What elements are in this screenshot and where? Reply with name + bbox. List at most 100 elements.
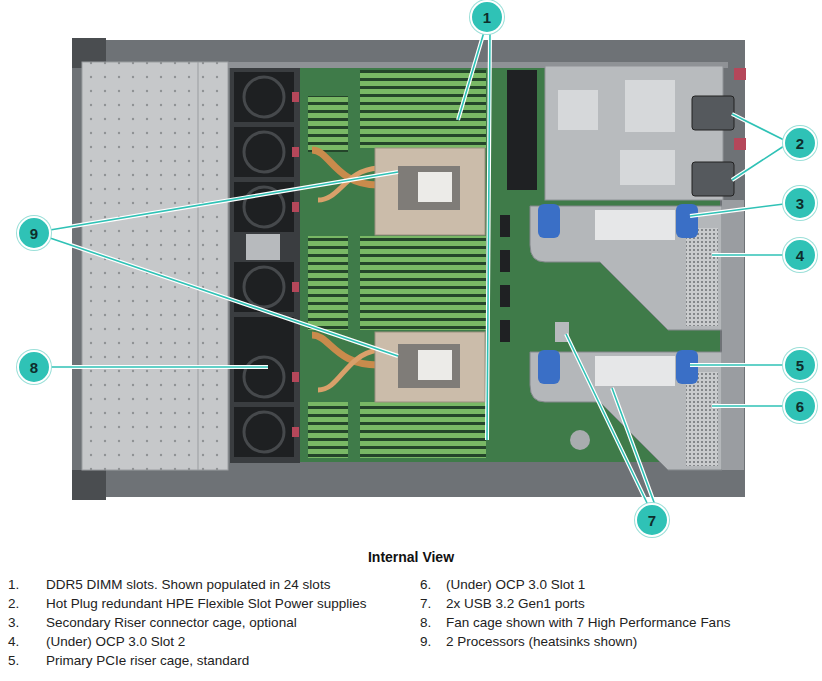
connector: [500, 250, 510, 272]
fan-tab: [292, 147, 299, 157]
heat-pipe: [318, 350, 378, 390]
part-description: DDR5 DIMM slots. Shown populated in 24 s…: [46, 577, 330, 593]
callout-number: 2: [796, 136, 804, 151]
fan-tab: [292, 372, 299, 382]
heatsink-plate: [398, 344, 460, 388]
callout-circle: 1: [470, 0, 504, 34]
part-description: Hot Plug redundant HPE Flexible Slot Pow…: [46, 596, 366, 612]
fan-grille: [244, 132, 284, 172]
psu-opening: [558, 90, 598, 130]
heatsink-plate: [398, 166, 460, 210]
front-bay-panel: [82, 62, 228, 470]
heatsink-label: [418, 350, 452, 380]
callout-circle: 4: [783, 238, 817, 272]
psu-latch: [734, 68, 746, 80]
leader-line: [690, 363, 784, 367]
leader-line: [712, 253, 784, 257]
list-number: 8.: [420, 615, 431, 631]
heading: Internal View: [0, 549, 822, 565]
list-number: 1.: [8, 577, 19, 593]
list-number: 6.: [420, 577, 431, 593]
dimm-bank: [360, 236, 486, 330]
dimm-bank: [308, 96, 348, 152]
leader-line: [458, 32, 490, 440]
fan-tab: [292, 427, 299, 437]
riser-vent: [686, 228, 718, 326]
leader-line: [566, 334, 655, 505]
front-bay-vents: [82, 62, 228, 470]
leader-lines: [50, 32, 784, 505]
callout-number: 8: [30, 360, 38, 375]
dimm-bank: [308, 236, 348, 330]
leader-line: [50, 365, 268, 369]
part-description: 2 Processors (heatsinks shown): [446, 634, 637, 650]
riser-label: [595, 210, 675, 240]
fan-cage: [230, 68, 300, 463]
fan: [234, 127, 294, 177]
leader-line: [732, 114, 784, 180]
list-number: 4.: [8, 634, 19, 650]
heatsink-label: [418, 172, 452, 202]
psu-handle: [692, 96, 734, 130]
processor-heatsink: [375, 148, 485, 235]
part-description: (Under) OCP 3.0 Slot 2: [46, 634, 185, 650]
list-number: 2.: [8, 596, 19, 612]
dimm-bank: [360, 70, 486, 148]
riser-latch: [538, 204, 560, 238]
leader-line: [690, 204, 784, 216]
fans: [234, 72, 299, 457]
leader-line: [712, 254, 784, 256]
connector: [500, 320, 510, 342]
callout-number: 9: [30, 226, 38, 241]
leader-line: [50, 172, 398, 356]
fan-cage-latch: [246, 234, 280, 260]
callout-circle: 3: [783, 186, 817, 220]
fan-grille: [244, 77, 284, 117]
psu-latch: [734, 138, 746, 150]
battery: [570, 430, 590, 450]
fan-grille: [244, 412, 284, 452]
riser-label: [595, 356, 675, 386]
riser-latch: [676, 204, 698, 238]
psu-opening: [620, 150, 675, 185]
part-description: Fan cage shown with 7 High Performance F…: [446, 615, 730, 631]
part-description: 2x USB 3.2 Gen1 ports: [446, 596, 585, 612]
callout-number: 7: [648, 513, 656, 528]
callout-circle: 5: [783, 348, 817, 382]
connector: [500, 285, 510, 307]
callout-number: 5: [796, 358, 804, 373]
leader-line-halo: [50, 32, 784, 505]
riser-latch: [538, 350, 560, 384]
riser-vent: [686, 372, 718, 466]
leader-line: [458, 32, 490, 440]
list-number: 7.: [420, 596, 431, 612]
leader-line: [712, 405, 784, 407]
list-number: 9.: [420, 634, 431, 650]
callout-number: 4: [796, 248, 804, 263]
fan-tab: [292, 92, 299, 102]
fan-grille: [244, 357, 284, 397]
fan: [234, 72, 294, 122]
psu-opening: [625, 80, 675, 132]
leader-line: [690, 204, 784, 216]
part-description: Primary PCIe riser cage, standard: [46, 653, 249, 669]
callout-circle: 7: [635, 503, 669, 537]
chassis: [72, 40, 745, 497]
leader-line: [50, 172, 398, 356]
dimm-bank: [360, 402, 486, 458]
fan-tab: [292, 282, 299, 292]
fan-tab: [292, 202, 299, 212]
psu-handle: [692, 162, 734, 196]
fan: [234, 352, 294, 402]
fan: [234, 407, 294, 457]
processor-heatsink: [375, 332, 485, 402]
list-number: 3.: [8, 615, 19, 631]
part-description: (Under) OCP 3.0 Slot 1: [446, 577, 585, 593]
rear-panel: [722, 200, 744, 470]
list-number: 5.: [8, 653, 19, 669]
callout-circle: 9: [17, 216, 51, 250]
rack-ear: [72, 470, 106, 500]
fan-grille: [244, 267, 284, 307]
connector: [500, 215, 510, 237]
